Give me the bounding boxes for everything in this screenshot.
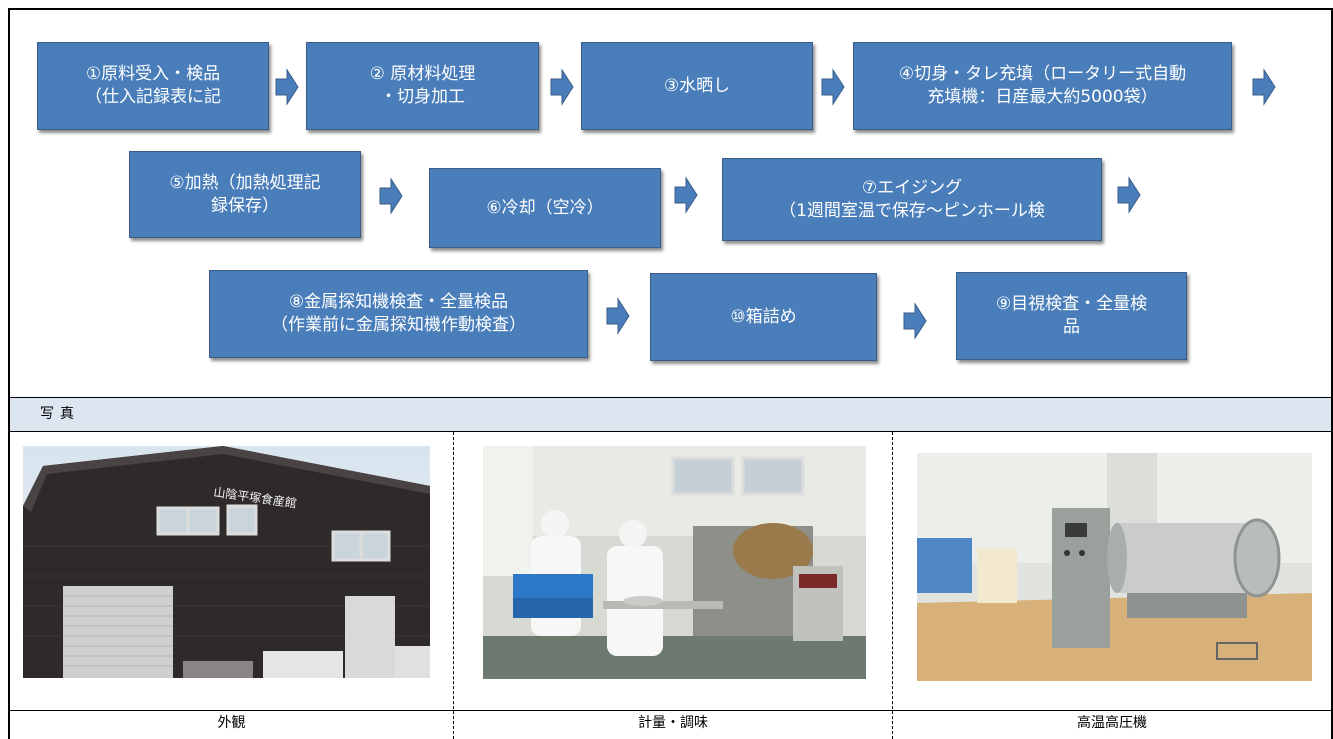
arrow-right-icon: [606, 297, 630, 335]
arrow-right-icon: [821, 68, 845, 106]
exterior-photo: 山陰平塚食産館: [23, 446, 430, 678]
flow-step-8: ⑧金属探知機検査・全量検品 （作業前に金属探知機作動検査）: [209, 270, 588, 358]
flow-step-7: ⑦エイジング （1週間室温で保存～ピンホール検: [722, 158, 1102, 241]
flow-step-9: ⑨目視検査・全量検 品: [956, 272, 1187, 360]
arrow-right-icon: [903, 302, 927, 340]
arrow-right-icon: [1117, 176, 1141, 214]
arrow-right-icon: [550, 68, 574, 106]
column-divider: [453, 432, 454, 739]
flow-step-6: ⑥冷却（空冷）: [429, 168, 661, 248]
divider: [10, 710, 1331, 711]
flow-step-4: ④切身・タレ充填（ロータリー式自動 充填機：日産最大約5000袋）: [853, 42, 1232, 130]
photo-section-header: 写真: [10, 398, 1331, 431]
flow-step-1: ①原料受入・検品 （仕入記録表に記: [37, 42, 269, 130]
photo-caption-retort: 高温高圧機: [1077, 715, 1147, 731]
weighing-photo: [483, 446, 866, 679]
flow-step-2: ② 原材料処理 ・切身加工: [306, 42, 539, 130]
photo-caption-exterior: 外観: [217, 715, 246, 731]
page-frame: [8, 8, 1333, 739]
arrow-right-icon: [379, 177, 403, 215]
photo-caption-weighing: 計量・調味: [638, 715, 708, 731]
flow-step-10: ⑩箱詰め: [650, 273, 877, 361]
divider: [10, 397, 1331, 398]
photo-section-title: 写真: [40, 406, 80, 422]
flow-step-3: ③水晒し: [581, 42, 813, 130]
arrow-right-icon: [674, 176, 698, 214]
divider: [10, 431, 1331, 432]
arrow-right-icon: [275, 68, 299, 106]
arrow-right-icon: [1252, 68, 1276, 106]
column-divider: [892, 432, 893, 739]
retort-machine-photo: [917, 453, 1312, 681]
flow-step-5: ⑤加熱（加熱処理記 録保存）: [129, 151, 361, 238]
